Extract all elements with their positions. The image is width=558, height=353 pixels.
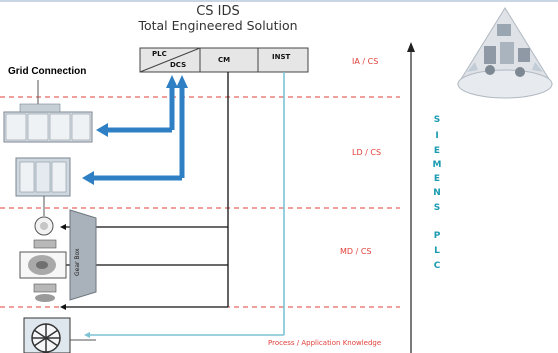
grid-connection-label: Grid Connection xyxy=(8,66,86,77)
cm-arrow-upper xyxy=(60,224,66,230)
drive-cabinet-device xyxy=(16,158,70,196)
inst-label: INST xyxy=(272,53,290,61)
blue-arrowhead-1 xyxy=(96,123,108,137)
switchgear-device xyxy=(4,104,92,142)
siemens-letter-s2: S xyxy=(430,203,444,213)
blue-arrowhead-up-1 xyxy=(166,75,178,88)
zone-ia-label: IA / CS xyxy=(352,57,378,66)
title-line-2: Total Engineered Solution xyxy=(18,18,418,33)
gearbox-label: Gear Box xyxy=(74,236,92,276)
fan-device xyxy=(24,318,70,353)
siemens-letter-s1: S xyxy=(430,115,444,125)
motor-device xyxy=(20,252,66,278)
plc-letter-l: L xyxy=(430,246,444,256)
siemens-letter-e1: E xyxy=(430,146,444,156)
siemens-letter-i: I xyxy=(430,131,444,141)
zone-ld-label: LD / CS xyxy=(352,148,381,157)
siemens-letter-m: M xyxy=(430,160,444,170)
plc-label: PLC xyxy=(152,50,167,58)
title-line-1: CS IDS xyxy=(18,4,418,19)
blue-arrowhead-2 xyxy=(82,171,94,185)
siemens-letter-n: N xyxy=(430,188,444,198)
cm-arrow-lower xyxy=(60,304,66,310)
blue-arrowhead-up-2 xyxy=(176,75,188,88)
plc-letter-c: C xyxy=(430,261,444,271)
dcs-label: DCS xyxy=(170,61,186,69)
vertical-axis-arrowhead xyxy=(407,42,415,52)
sensor-device xyxy=(35,217,53,235)
plc-letter-p: P xyxy=(430,231,444,241)
cone-graphic xyxy=(458,8,552,98)
siemens-letter-e2: E xyxy=(430,174,444,184)
coupling-device-2 xyxy=(34,284,56,302)
cm-label: CM xyxy=(218,56,230,64)
process-knowledge-label: Process / Application Knowledge xyxy=(268,339,381,347)
coupling-device-1 xyxy=(34,240,56,248)
zone-md-label: MD / CS xyxy=(340,247,372,256)
inst-arrow xyxy=(84,332,90,338)
